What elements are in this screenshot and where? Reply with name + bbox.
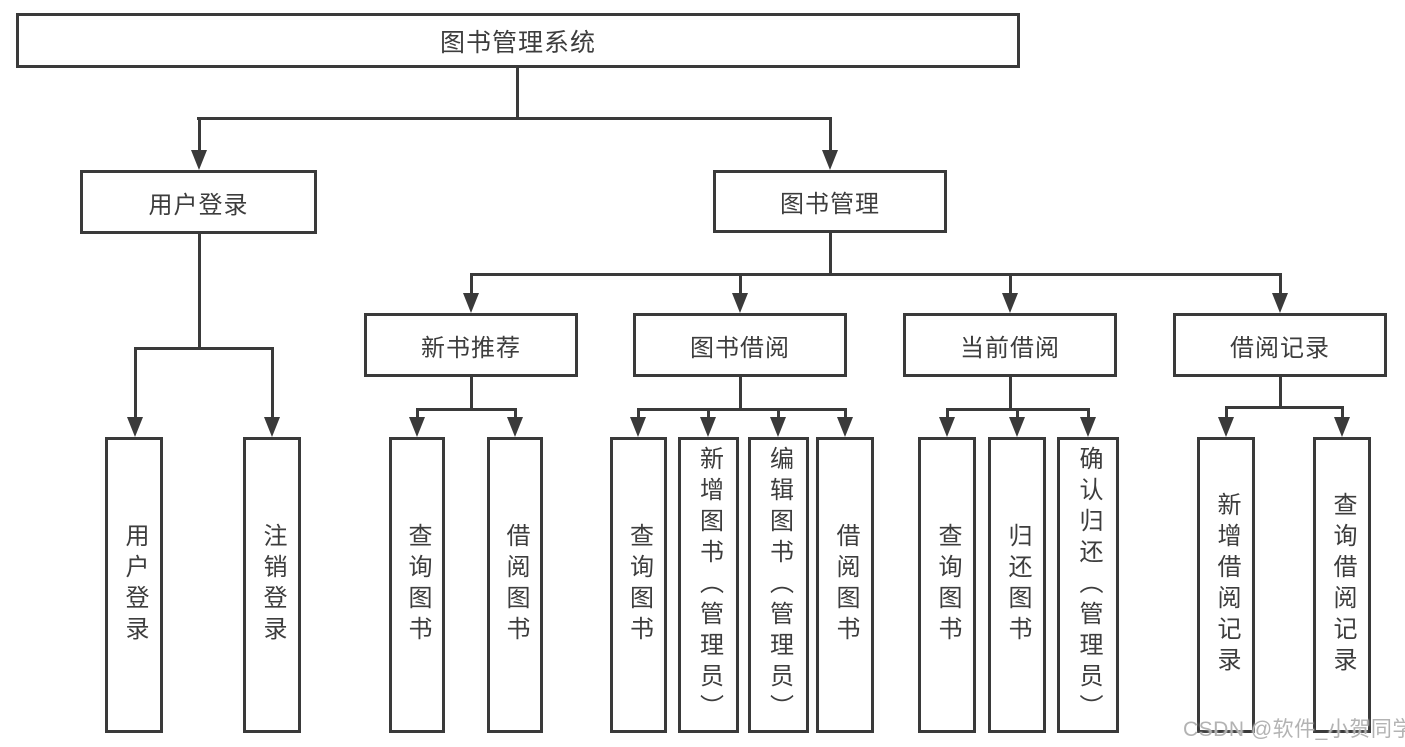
connector-line xyxy=(416,408,419,419)
connector-line xyxy=(1009,273,1012,295)
connector-line xyxy=(1341,406,1344,419)
leaf-query-books-recommend: 查询图书 xyxy=(389,437,445,733)
leaf-borrow-books-recommend-label: 借阅图书 xyxy=(502,523,529,647)
leaf-add-books-admin-label: 新增图书（管理员） xyxy=(695,445,723,725)
connector-line xyxy=(1009,377,1012,410)
connector-line xyxy=(1016,408,1019,419)
arrow-down-icon xyxy=(770,417,786,437)
arrow-down-icon xyxy=(507,417,523,437)
connector-line xyxy=(470,377,473,410)
arrow-down-icon xyxy=(1334,417,1350,437)
arrow-down-icon xyxy=(264,417,280,437)
leaf-confirm-return-admin-label: 确认归还（管理员） xyxy=(1075,445,1102,725)
arrow-down-icon xyxy=(822,150,838,170)
leaf-query-borrow-record-label: 查询借阅记录 xyxy=(1329,492,1356,678)
node-book-management: 图书管理 xyxy=(713,170,947,233)
connector-line xyxy=(134,347,274,350)
leaf-user-login: 用户登录 xyxy=(105,437,163,733)
connector-line xyxy=(516,66,519,118)
arrow-down-icon xyxy=(1272,293,1288,313)
arrow-down-icon xyxy=(127,417,143,437)
connector-line xyxy=(198,234,201,349)
connector-line xyxy=(1225,406,1228,419)
leaf-borrow-books-label: 借阅图书 xyxy=(832,523,859,647)
connector-line xyxy=(198,117,201,152)
leaf-edit-books-admin: 编辑图书（管理员） xyxy=(748,437,809,733)
arrow-down-icon xyxy=(1009,417,1025,437)
connector-line xyxy=(1279,377,1282,408)
connector-line xyxy=(417,408,517,411)
node-new-book-recommendation-label: 新书推荐 xyxy=(421,334,521,362)
node-borrowing-records: 借阅记录 xyxy=(1173,313,1387,377)
arrow-down-icon xyxy=(732,293,748,313)
connector-line xyxy=(946,408,949,419)
arrow-down-icon xyxy=(837,417,853,437)
leaf-query-books-current-label: 查询图书 xyxy=(934,523,961,647)
leaf-borrow-books: 借阅图书 xyxy=(816,437,874,733)
leaf-return-books-label: 归还图书 xyxy=(1004,523,1031,647)
csdn-watermark: CSDN @软件_小贺同学 xyxy=(1183,718,1405,741)
connector-line xyxy=(777,408,780,419)
leaf-user-login-label: 用户登录 xyxy=(121,523,148,647)
node-book-management-label: 图书管理 xyxy=(780,191,880,218)
connector-line xyxy=(637,408,640,419)
leaf-query-books-current: 查询图书 xyxy=(918,437,976,733)
leaf-query-books-borrowing-label: 查询图书 xyxy=(625,523,653,647)
leaf-query-books-recommend-label: 查询图书 xyxy=(404,523,431,647)
leaf-return-books: 归还图书 xyxy=(988,437,1046,733)
arrow-down-icon xyxy=(1002,293,1018,313)
connector-line xyxy=(739,273,742,295)
node-borrowing-records-label: 借阅记录 xyxy=(1230,334,1330,362)
connector-line xyxy=(197,117,832,120)
leaf-edit-books-admin-label: 编辑图书（管理员） xyxy=(765,445,793,725)
arrow-down-icon xyxy=(409,417,425,437)
arrow-down-icon xyxy=(1080,417,1096,437)
connector-line xyxy=(1087,408,1090,419)
connector-line xyxy=(1226,406,1342,409)
arrow-down-icon xyxy=(630,417,646,437)
leaf-add-borrow-record-label: 新增借阅记录 xyxy=(1213,492,1240,678)
node-user-login: 用户登录 xyxy=(80,170,317,234)
node-book-borrowing: 图书借阅 xyxy=(633,313,847,377)
connector-line xyxy=(514,408,517,419)
leaf-logout-label: 注销登录 xyxy=(259,523,286,647)
node-root-label: 图书管理系统 xyxy=(439,28,596,57)
leaf-query-borrow-record: 查询借阅记录 xyxy=(1313,437,1371,733)
arrow-down-icon xyxy=(700,417,716,437)
connector-line xyxy=(829,233,832,275)
arrow-down-icon xyxy=(1218,417,1234,437)
connector-line xyxy=(638,408,846,411)
connector-line xyxy=(829,117,832,152)
connector-line xyxy=(271,347,274,419)
leaf-borrow-books-recommend: 借阅图书 xyxy=(487,437,543,733)
connector-line xyxy=(471,273,1281,276)
node-current-borrowing: 当前借阅 xyxy=(903,313,1117,377)
node-current-borrowing-label: 当前借阅 xyxy=(960,334,1060,362)
connector-line xyxy=(739,377,742,410)
connector-line xyxy=(1279,273,1282,295)
leaf-add-books-admin: 新增图书（管理员） xyxy=(678,437,739,733)
connector-line xyxy=(844,408,847,419)
node-user-login-label: 用户登录 xyxy=(148,191,249,219)
node-book-borrowing-label: 图书借阅 xyxy=(690,334,790,362)
connector-line xyxy=(707,408,710,419)
arrow-down-icon xyxy=(463,293,479,313)
arrow-down-icon xyxy=(939,417,955,437)
leaf-logout: 注销登录 xyxy=(243,437,301,733)
node-new-book-recommendation: 新书推荐 xyxy=(364,313,578,377)
node-root: 图书管理系统 xyxy=(16,13,1020,68)
leaf-confirm-return-admin: 确认归还（管理员） xyxy=(1057,437,1119,733)
leaf-add-borrow-record: 新增借阅记录 xyxy=(1197,437,1255,733)
connector-line xyxy=(470,273,473,295)
leaf-query-books-borrowing: 查询图书 xyxy=(610,437,667,733)
connector-line xyxy=(134,347,137,419)
arrow-down-icon xyxy=(191,150,207,170)
